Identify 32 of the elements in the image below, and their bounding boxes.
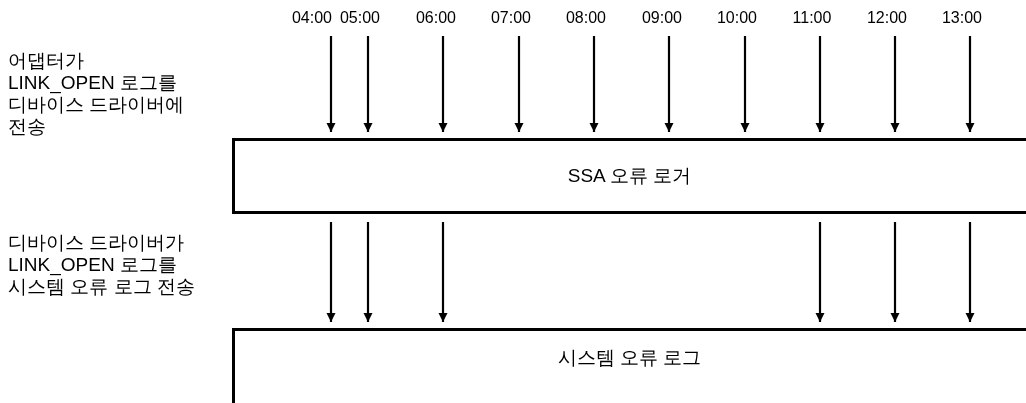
arrow	[965, 36, 975, 132]
log-box	[232, 328, 1026, 403]
time-label: 09:00	[639, 6, 685, 30]
arrow	[514, 36, 524, 132]
arrow	[815, 36, 825, 132]
arrow	[589, 36, 599, 132]
arrow	[438, 36, 448, 132]
arrow	[890, 36, 900, 132]
time-label: 08:00	[563, 6, 609, 30]
time-label: 12:00	[864, 6, 910, 30]
box-label: 시스템 오류 로그	[557, 346, 702, 370]
log-box	[232, 138, 1026, 214]
time-label: 05:00	[337, 6, 383, 30]
arrow	[965, 222, 975, 322]
time-label: 10:00	[714, 6, 760, 30]
note-text: 어댑터가 LINK_OPEN 로그를 디바이스 드라이버에 전송	[8, 50, 186, 138]
arrow	[740, 36, 750, 132]
arrow	[890, 222, 900, 322]
time-label: 07:00	[488, 6, 534, 30]
arrow	[326, 222, 336, 322]
time-label: 04:00	[289, 6, 335, 30]
arrow	[815, 222, 825, 322]
arrow	[438, 222, 448, 322]
note-text: 디바이스 드라이버가 LINK_OPEN 로그를 시스템 오류 로그 전송	[8, 232, 196, 298]
arrow	[664, 36, 674, 132]
box-label: SSA 오류 로거	[567, 164, 692, 188]
arrow	[363, 36, 373, 132]
arrow	[326, 36, 336, 132]
time-label: 13:00	[939, 6, 985, 30]
time-label: 11:00	[789, 6, 835, 30]
arrow	[363, 222, 373, 322]
time-label: 06:00	[413, 6, 459, 30]
